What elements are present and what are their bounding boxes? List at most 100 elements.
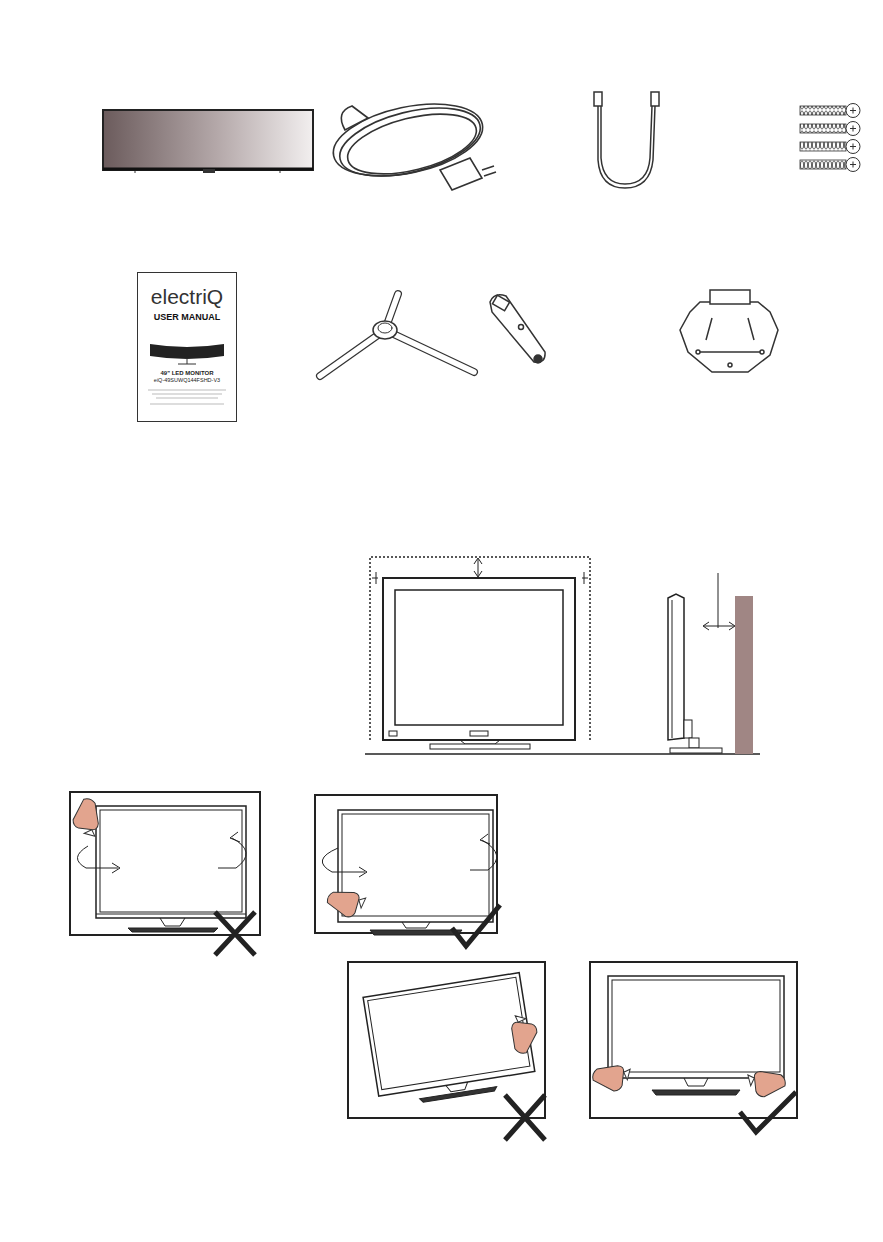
handling-right-bottom (370, 930, 462, 935)
stand-base (320, 330, 385, 376)
handling-right-bottom (315, 795, 497, 933)
handling-right-both (590, 1058, 631, 1094)
stand-neck (490, 295, 545, 362)
handling-wrong-top (77, 846, 118, 868)
handling-right-bottom (315, 795, 500, 946)
stand-base (378, 323, 392, 333)
usb-cable (598, 106, 655, 188)
handling-wrong-top (70, 796, 106, 837)
handling-wrong-corner (348, 962, 545, 1140)
clearance-diagram (430, 744, 530, 749)
handling-wrong-corner (446, 1082, 469, 1092)
handling-right-both (612, 980, 780, 1072)
clearance-diagram (684, 720, 692, 738)
screw-set (800, 124, 846, 133)
mount-bracket (696, 350, 700, 354)
handling-wrong-corner (363, 973, 535, 1096)
mount-bracket (710, 290, 750, 304)
manual-cover-picture (148, 390, 226, 404)
clearance-diagram (704, 573, 734, 628)
monitor-panel (280, 171, 281, 173)
handling-right-bottom (359, 867, 367, 877)
mount-bracket (760, 350, 764, 354)
monitor-panel (135, 171, 136, 173)
stand-base (385, 330, 474, 372)
clearance-diagram (670, 748, 722, 753)
handling-wrong-top (215, 912, 255, 955)
clearance-diagram (389, 731, 397, 736)
handling-right-both (590, 962, 797, 1118)
handling-wrong-top (96, 914, 246, 915)
handling-right-both (608, 976, 784, 1078)
handling-right-bottom (470, 840, 497, 870)
handling-right-both (747, 1064, 788, 1100)
stand-neck (492, 295, 509, 311)
handling-wrong-corner (368, 977, 530, 1089)
clearance-diagram (703, 622, 735, 630)
clearance-diagram (474, 558, 482, 577)
power-cord (482, 166, 496, 176)
handling-right-bottom (402, 922, 430, 928)
stand-base (320, 294, 474, 376)
handling-right-bottom (324, 882, 366, 922)
brand-logo: electriQ (138, 285, 236, 308)
handling-wrong-top (70, 792, 260, 935)
clearance-diagram (478, 559, 479, 576)
handling-wrong-top (128, 928, 218, 932)
usb-cable (594, 92, 659, 188)
manual-booklet: electriQ USER MANUAL 49" LED MONITOReiQ-49… (137, 272, 237, 422)
handling-wrong-top (230, 832, 240, 842)
clearance-diagram (735, 596, 753, 754)
clearance-diagram (689, 738, 699, 748)
screw-set (800, 106, 846, 115)
stand-base (320, 294, 474, 376)
handling-right-bottom (322, 848, 365, 872)
stand-base (320, 330, 385, 376)
usb-cable (594, 92, 602, 106)
clearance-diagram (370, 557, 590, 740)
manual-cover-picture (178, 364, 196, 365)
handling-right-both (590, 962, 797, 1132)
handling-right-both (740, 1092, 796, 1132)
handling-wrong-corner (420, 1087, 498, 1103)
power-cord (327, 92, 496, 190)
handling-wrong-top (160, 918, 185, 926)
mount-bracket (728, 363, 732, 367)
screw-set (800, 142, 846, 151)
usb-cable (601, 106, 652, 184)
stand-base (320, 294, 474, 376)
mount-bracket (680, 302, 778, 372)
clearance-diagram (668, 594, 684, 740)
handling-wrong-corner (504, 1015, 540, 1056)
model-text: eiQ-49SUWQ144FSHD-V3 (138, 377, 236, 383)
stand-neck (519, 325, 524, 330)
clearance-diagram (672, 600, 673, 738)
handling-right-bottom (452, 905, 500, 946)
stand-neck (490, 295, 545, 363)
handling-wrong-corner (363, 973, 537, 1109)
screw-set (850, 108, 856, 168)
handling-wrong-corner (348, 962, 545, 1118)
manual-cover-picture (187, 358, 188, 364)
power-cord (341, 106, 368, 130)
usb-cable (651, 92, 659, 106)
handling-wrong-top (100, 810, 242, 912)
handling-wrong-top (70, 792, 260, 955)
stand-base (385, 330, 474, 372)
mount-bracket (700, 318, 760, 352)
model-text: 49" LED MONITOR (138, 370, 236, 377)
handling-right-bottom (480, 834, 490, 844)
screw-set (800, 104, 860, 172)
mount-bracket (680, 290, 778, 372)
screw-set (800, 160, 846, 169)
monitor-panel (203, 169, 215, 173)
stand-neck (534, 355, 542, 363)
manual-title: USER MANUAL (138, 313, 236, 323)
handling-right-both (652, 1090, 740, 1095)
clearance-diagram (365, 557, 760, 754)
clearance-diagram (383, 578, 575, 740)
monitor-panel (103, 110, 313, 173)
handling-wrong-top (96, 806, 246, 918)
